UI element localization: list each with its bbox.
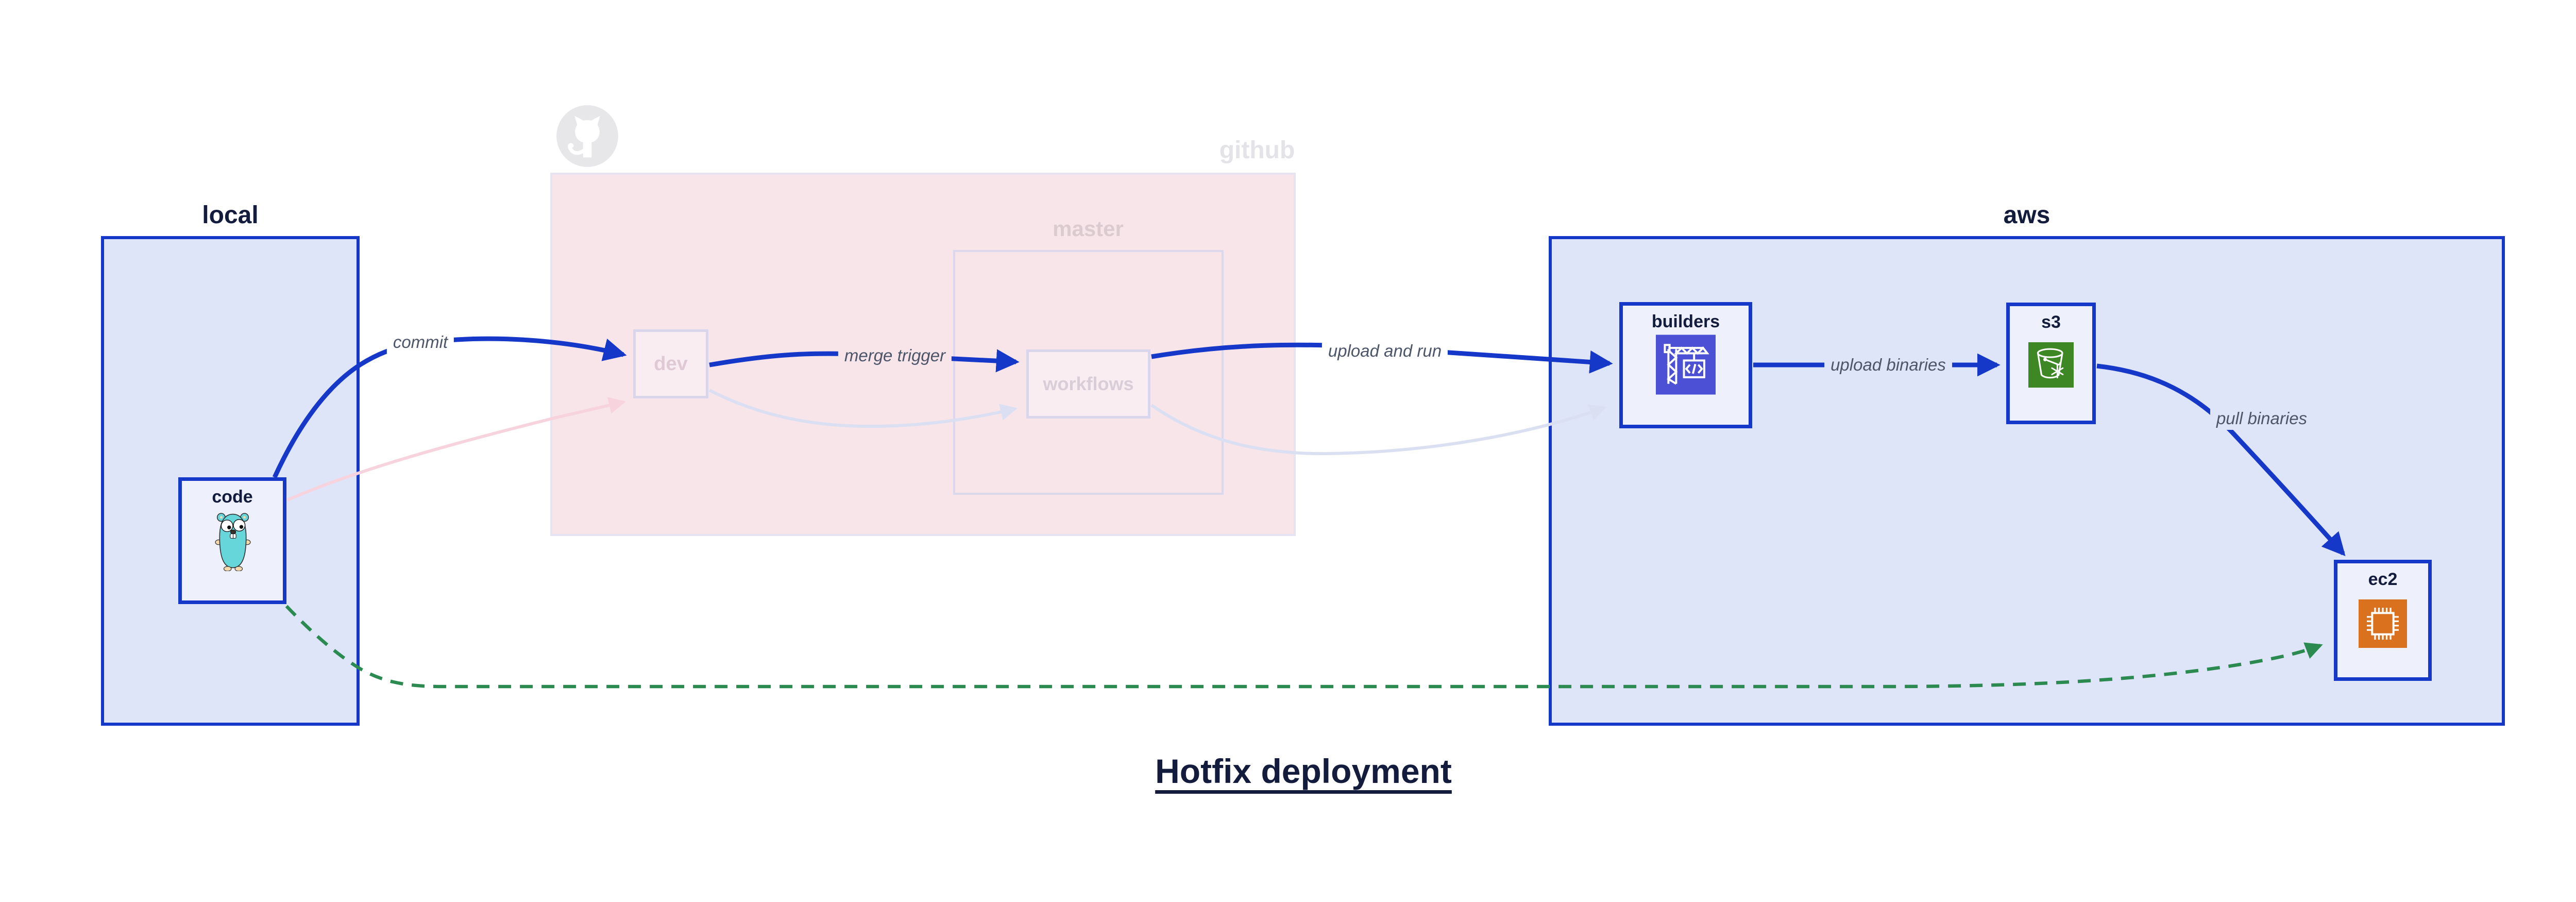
container-label-github: github bbox=[1219, 137, 1295, 164]
codebuild-crane-icon bbox=[1656, 335, 1716, 395]
node-label-workflows: workflows bbox=[1043, 373, 1134, 394]
edge-label-pull-binaries: pull binaries bbox=[2210, 407, 2314, 430]
node-label-code: code bbox=[212, 487, 253, 507]
node-label-dev: dev bbox=[654, 353, 688, 375]
go-gopher-icon bbox=[215, 513, 251, 571]
container-master bbox=[953, 250, 1224, 495]
s3-glacier-bucket-icon bbox=[2028, 342, 2074, 388]
node-label-builders: builders bbox=[1651, 312, 1720, 331]
container-label-local: local bbox=[202, 202, 259, 229]
edge-label-upload-binaries: upload binaries bbox=[1824, 354, 1952, 376]
edge-label-commit: commit bbox=[386, 331, 454, 354]
github-octocat-logo bbox=[556, 105, 618, 167]
node-workflows: workflows bbox=[1026, 349, 1150, 419]
diagram-title: Hotfix deployment bbox=[1155, 752, 1452, 790]
node-label-s3: s3 bbox=[2041, 312, 2061, 332]
node-label-ec2: ec2 bbox=[2368, 570, 2398, 589]
edge-label-merge-trigger: merge trigger bbox=[838, 344, 952, 367]
edge-label-upload-and-run: upload and run bbox=[1321, 340, 1448, 362]
container-label-aws: aws bbox=[2003, 202, 2050, 229]
ec2-chip-icon bbox=[2359, 599, 2407, 648]
node-dev: dev bbox=[633, 329, 708, 398]
container-label-master: master bbox=[1053, 216, 1124, 241]
